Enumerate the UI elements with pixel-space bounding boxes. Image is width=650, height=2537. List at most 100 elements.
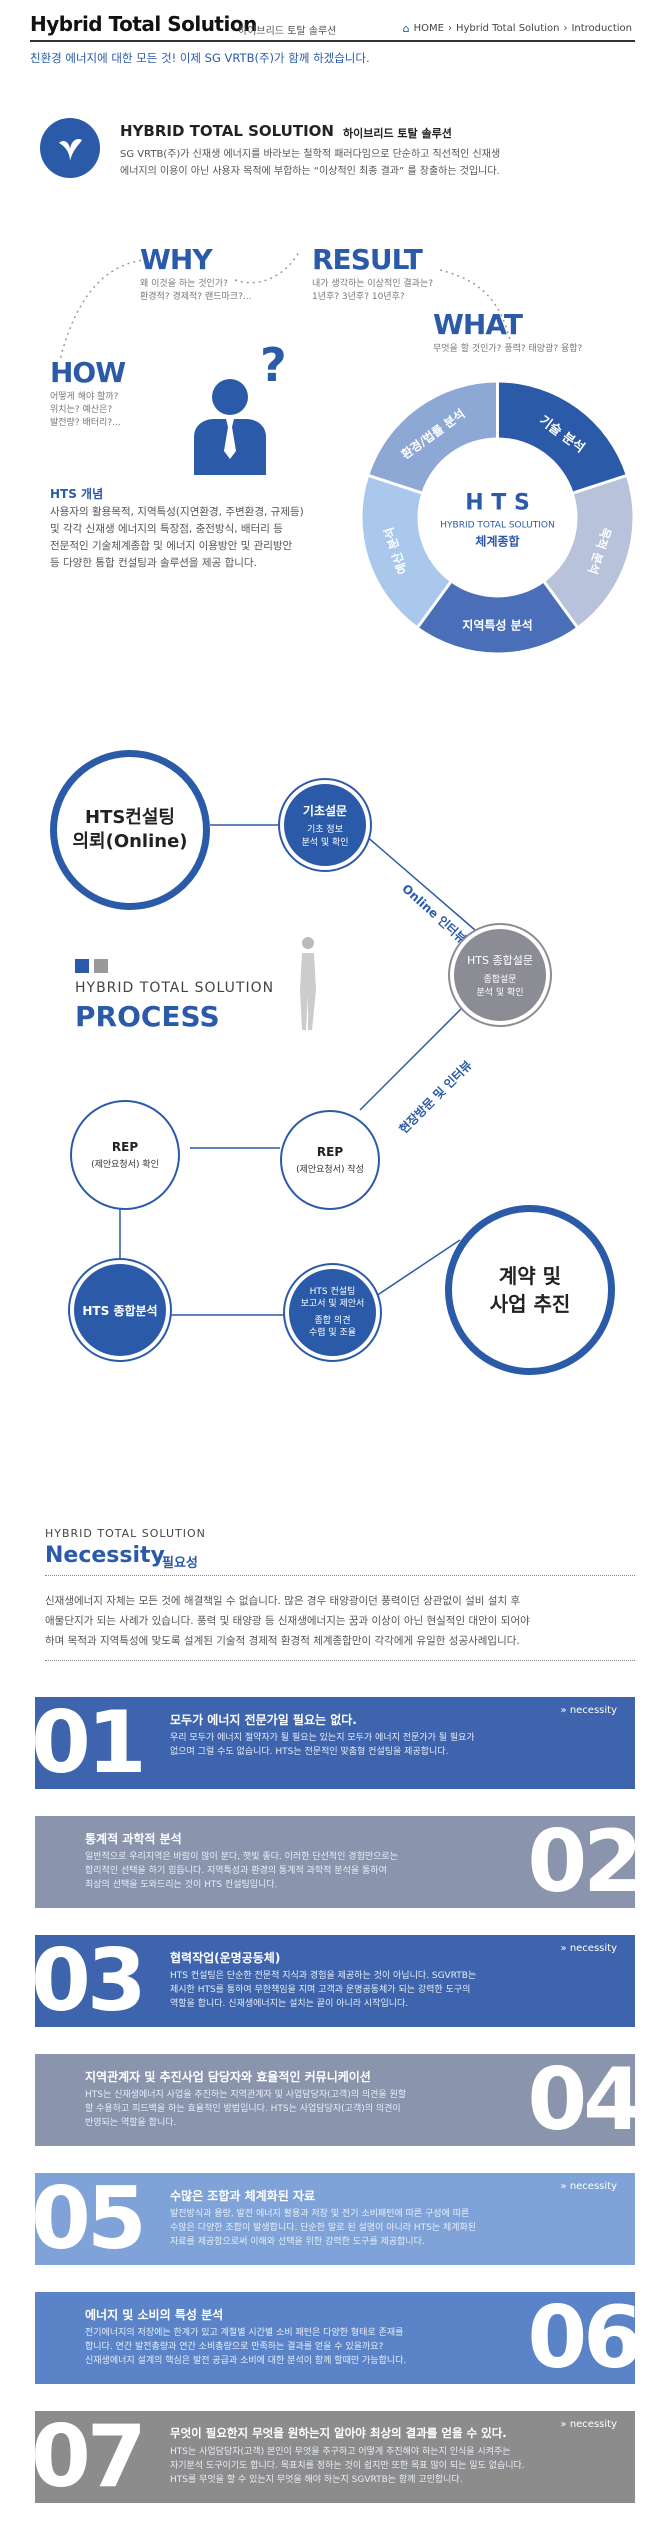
donut-segment-purpose bbox=[544, 475, 633, 627]
how-q1: 어떻게 해야 할까? bbox=[50, 392, 119, 402]
item-line: 합리적인 선택을 하기 힘듭니다. 지역특성과 환경의 통계적 과학적 분석을 … bbox=[85, 1866, 387, 1876]
hts-heading-kr: 하이브리드 토탈 솔루션 bbox=[343, 127, 452, 140]
item-title: 모두가 에너지 전문가일 필요는 없다. bbox=[170, 1713, 357, 1727]
leaf-logo-icon bbox=[40, 118, 100, 178]
contract-circle: 계약 및 사업 추진 bbox=[445, 1205, 615, 1375]
how-q2: 위치는? 예산은? bbox=[50, 405, 113, 415]
why-q2: 환경적? 경제적? 랜드마크?... bbox=[140, 292, 252, 302]
item-line: 신재생에너지 설계의 핵심은 발전 공급과 소비에 대한 분석이 함께 할때만 … bbox=[85, 2356, 407, 2366]
item-line: 수많은 다양한 조합이 발생합니다. 단순한 말로 된 설명이 아니라 HTS는… bbox=[170, 2223, 477, 2233]
necessity-title: Necessity bbox=[45, 1543, 165, 1568]
breadcrumb-hts[interactable]: Hybrid Total Solution bbox=[455, 23, 560, 34]
necessity-desc: 신재생에너지 자체는 모든 것에 해결책일 수 없습니다. 많은 경우 태양광이… bbox=[45, 1595, 521, 1607]
item-title: 에너지 및 소비의 특성 분석 bbox=[85, 2308, 224, 2322]
process-logo-squares bbox=[75, 958, 109, 977]
item-title: 협력작업(운명공동체) bbox=[170, 1951, 281, 1965]
result-q1: 내가 생각하는 이상적인 결과는? bbox=[312, 279, 434, 289]
segment-label-region: 지역특성 분석 bbox=[462, 618, 532, 633]
consult-report-circle: HTS 컨설팅 보고서 및 제안서 종합 의견 수렴 및 조율 bbox=[285, 1265, 380, 1360]
rep-check-title: REP bbox=[111, 1140, 139, 1154]
home-icon[interactable]: ⌂ bbox=[402, 22, 410, 35]
necessity-more-link[interactable]: » necessity bbox=[560, 1943, 617, 1954]
item-number: 05 bbox=[31, 2169, 147, 2269]
header: Hybrid Total Solution 하이브리드 토탈 솔루션 ⌂ HOM… bbox=[0, 0, 650, 44]
basic-survey-title: 기초설문 bbox=[302, 804, 348, 818]
breadcrumb: ⌂ HOME › Hybrid Total Solution › Introdu… bbox=[403, 22, 632, 35]
item-number: 06 bbox=[527, 2288, 643, 2388]
item-line: 자기분석 도구이기도 합니다. 목표치를 정하는 것이 쉽지만 또한 목표 많이… bbox=[170, 2461, 525, 2471]
item-title: 무엇이 필요한지 무엇을 원하는지 알아야 최상의 결과를 얻을 수 있다. bbox=[170, 2426, 507, 2440]
item-title: 지역관계자 및 추진사업 담당자와 효율적인 커뮤니케이션 bbox=[85, 2070, 371, 2084]
necessity-divider bbox=[45, 1660, 635, 1661]
chevron-right-icon: › bbox=[563, 23, 568, 34]
how-label: HOW bbox=[50, 356, 126, 389]
hts-heading: HYBRID TOTAL SOLUTION bbox=[120, 122, 334, 140]
item-title: 통계적 과학적 분석 bbox=[85, 1832, 182, 1846]
consult-report-title: HTS 컨설팅 보고서 및 제안서 bbox=[300, 1287, 365, 1309]
basic-survey-sub: 기초 정보 분석 및 확인 bbox=[301, 825, 349, 848]
breadcrumb-current: Introduction bbox=[571, 23, 632, 34]
item-line: HTS는 사업담당자(고객) 본인이 무엇을 추구하고 어떻게 추진해야 하는지… bbox=[170, 2447, 511, 2457]
item-line: 없으며 그럴 수도 없습니다. HTS는 전문적인 맞춤형 컨설팅을 제공합니다… bbox=[170, 1747, 449, 1757]
item-line: 전기에너지의 저장에는 한계가 있고 계절별 시간별 소비 패턴은 다양한 형태… bbox=[85, 2328, 404, 2338]
concept-line: 전문적인 기술체계종합 및 에너지 이용방안 및 관리방안 bbox=[50, 540, 293, 552]
necessity-divider bbox=[45, 1575, 635, 1576]
donut-center-kr: 체계종합 bbox=[475, 534, 519, 549]
item-line: HTS는 신재생에너지 사업을 추진하는 지역관계자 및 사업담당자(고객)의 … bbox=[85, 2090, 407, 2100]
why-label: WHY bbox=[140, 243, 213, 276]
item-title: 수많은 조합과 체계화된 자료 bbox=[170, 2189, 316, 2203]
item-line: 반영되는 역할을 합니다. bbox=[85, 2118, 177, 2128]
necessity-more-link[interactable]: » necessity bbox=[560, 2419, 617, 2430]
concept-line: 사용자의 활용목적, 지역특성(지연환경, 주변환경, 규제등) bbox=[50, 506, 304, 518]
page-title: Hybrid Total Solution bbox=[30, 12, 257, 36]
item-line: 최상의 선택을 도와드리는 것이 HTS 컨설팅입니다. bbox=[85, 1880, 278, 1890]
item-line: HTS를 무엇을 할 수 있는지 무엇을 해야 하는지 SGVRTB는 함께 고… bbox=[170, 2475, 463, 2485]
donut-segment-budget bbox=[362, 475, 451, 627]
item-line: 제시한 HTS를 통하여 무한책임을 지며 고객과 운명공동체가 되는 강력한 … bbox=[170, 1985, 471, 1995]
rep-write-title: REP bbox=[316, 1145, 344, 1159]
hts-donut-chart: 기술 분석 목적 분석 지역특성 분석 예산 분석 환경/법률 분석 H T S… bbox=[362, 381, 633, 653]
donut-segment-tech bbox=[497, 382, 626, 493]
hts-analysis-circle: HTS 종합분석 bbox=[70, 1260, 170, 1360]
item-line: 합니다. 연간 발전총량과 연간 소비총량으로 만족하는 결과를 얻을 수 있을… bbox=[85, 2342, 384, 2352]
item-line: 할 수용하고 피드백을 하는 효율적인 방법입니다. HTS는 사업담당자(고객… bbox=[85, 2104, 401, 2114]
concept-line: 및 각각 신재생 에너지의 특장점, 충전방식, 배터리 등 bbox=[50, 523, 283, 535]
necessity-small: HYBRID TOTAL SOLUTION bbox=[45, 1527, 206, 1540]
header-divider bbox=[30, 40, 635, 42]
item-line: HTS 컨설팅은 단순한 전문적 지식과 경험을 제공하는 것이 아닙니다. S… bbox=[170, 1971, 477, 1981]
process-start-circle: HTS컨설팅 의뢰(Online) bbox=[50, 750, 210, 910]
item-number: 07 bbox=[31, 2407, 147, 2507]
item-number: 03 bbox=[31, 1931, 147, 2031]
donut-segment-region bbox=[418, 582, 577, 653]
necessity-desc: 하며 목적과 지역특성에 맞도록 설계된 기술적 경제적 환경적 체계종합만이 … bbox=[45, 1635, 520, 1647]
result-label: RESULT bbox=[312, 243, 423, 276]
necessity-title-kr: 필요성 bbox=[162, 1556, 198, 1571]
rep-write-sub: (제안요청서) 작성 bbox=[296, 1165, 364, 1175]
what-label: WHAT bbox=[433, 308, 523, 341]
donut-center-title: H T S bbox=[465, 491, 530, 516]
rep-write-circle: REP (제안요청서) 작성 bbox=[280, 1110, 380, 1210]
result-q2: 1년후? 3년후? 10년후? bbox=[312, 292, 405, 302]
hts-desc-1: SG VRTB(주)가 신재생 에너지를 바라보는 철학적 패러다임으로 단순하… bbox=[120, 149, 501, 160]
why-q1: 왜 이것을 하는 것인가? bbox=[140, 279, 228, 289]
breadcrumb-home[interactable]: HOME bbox=[413, 23, 444, 34]
how-q3: 발전량? 배터리?... bbox=[50, 418, 121, 428]
necessity-item: 04 지역관계자 및 추진사업 담당자와 효율적인 커뮤니케이션 HTS는 신재… bbox=[35, 2054, 643, 2146]
walking-man-icon bbox=[300, 937, 316, 1030]
rep-check-circle: REP (제안요청서) 확인 bbox=[70, 1100, 180, 1210]
item-number: 01 bbox=[31, 1693, 147, 1793]
necessity-more-link[interactable]: » necessity bbox=[560, 1705, 617, 1716]
person-icon bbox=[194, 379, 266, 475]
consult-report-sub: 종합 의견 수렴 및 조율 bbox=[308, 1316, 357, 1338]
item-line: 발전방식과 용량, 발전 에너지 활용과 저장 및 전기 소비패턴에 따른 구성… bbox=[170, 2209, 470, 2219]
necessity-item: 07 무엇이 필요한지 무엇을 원하는지 알아야 최상의 결과를 얻을 수 있다… bbox=[31, 2411, 635, 2503]
process-start-label: HTS컨설팅 의뢰(Online) bbox=[72, 807, 188, 852]
hts-desc-2: 에너지의 이용이 아닌 사용자 목적에 부합하는 “이상적인 최종 결과” 를 … bbox=[120, 166, 500, 177]
necessity-item: 06 에너지 및 소비의 특성 분석 전기에너지의 저장에는 한계가 있고 계절… bbox=[35, 2292, 643, 2384]
hts-survey-sub: 종합설문 분석 및 확인 bbox=[476, 975, 524, 998]
necessity-more-link[interactable]: » necessity bbox=[560, 2181, 617, 2192]
necessity-item: 02 통계적 과학적 분석 일반적으로 우리지역은 바람이 많이 분다, 햇빛 … bbox=[35, 1816, 643, 1908]
rep-check-sub: (제안요청서) 확인 bbox=[91, 1160, 159, 1170]
process-label-small: HYBRID TOTAL SOLUTION bbox=[75, 980, 275, 996]
necessity-item: 03 협력작업(운명공동체) HTS 컨설팅은 단순한 전문적 지식과 경험을 … bbox=[31, 1935, 635, 2027]
